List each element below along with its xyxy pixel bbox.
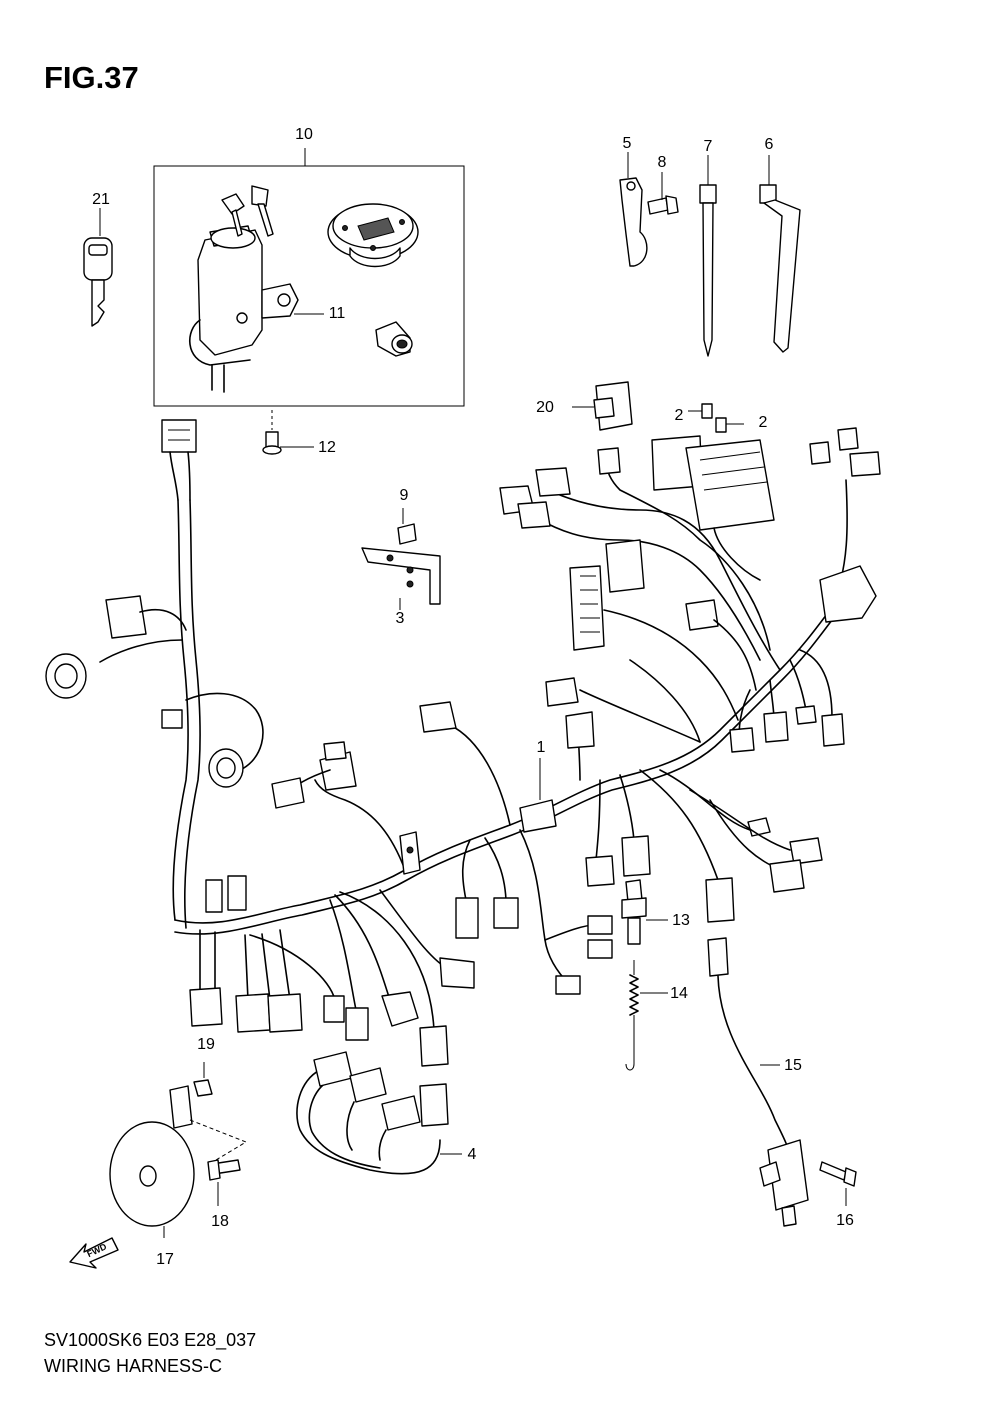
sub-harness-4-part	[296, 1051, 462, 1175]
callout-14: 14	[670, 985, 688, 1002]
lock-set-box	[153, 165, 465, 407]
callout-21: 21	[92, 191, 110, 208]
callout-8: 8	[657, 154, 667, 171]
horn-17-part	[109, 1085, 248, 1227]
callout-20: 20	[536, 399, 554, 416]
nut-19-part	[193, 1062, 213, 1097]
tie-6-part	[759, 184, 801, 353]
figure-title: FIG.37	[44, 60, 139, 95]
tie-7-part	[699, 184, 717, 357]
callout-19: 19	[197, 1036, 215, 1053]
callout-11: 11	[328, 305, 346, 322]
callout-15: 15	[784, 1057, 802, 1074]
fuel-cap-part	[327, 203, 419, 268]
figure-code: SV1000SK6 E03 E28_037	[44, 1330, 257, 1350]
lock-set-group	[153, 148, 465, 455]
callout-16: 16	[836, 1212, 854, 1229]
callout-9: 9	[399, 487, 409, 504]
callout-5: 5	[622, 135, 632, 152]
fuse-box-part	[651, 435, 775, 581]
fuse-2-parts	[688, 403, 744, 433]
key-21-part	[83, 237, 113, 327]
callout-4: 4	[467, 1146, 477, 1163]
callout-6: 6	[764, 136, 774, 153]
switch-13-part	[621, 879, 668, 945]
bolt-8-part	[647, 195, 679, 215]
screw-12-part	[262, 410, 282, 455]
leader-lines	[99, 152, 770, 1238]
ignition-switch-part	[188, 225, 299, 393]
callout-17: 17	[156, 1251, 174, 1268]
callout-12: 12	[318, 439, 336, 456]
ignition-keys-part	[221, 185, 274, 237]
seat-lock-part	[375, 321, 413, 357]
callout-2a: 2	[674, 407, 684, 424]
callout-7: 7	[703, 138, 713, 155]
bolt-16-part	[819, 1161, 857, 1206]
callout-13: 13	[672, 912, 690, 929]
clamp-5-part	[619, 177, 648, 267]
spring-14-part	[625, 960, 668, 1071]
callout-10: 10	[295, 126, 313, 143]
bolt-18-part	[207, 1159, 241, 1206]
relay-20-part	[572, 381, 633, 431]
callout-2b: 2	[758, 414, 768, 431]
bracket-3-part	[361, 508, 441, 606]
switch-15-part	[707, 937, 809, 1227]
main-harness-part	[45, 419, 881, 1067]
callout-18: 18	[211, 1213, 229, 1230]
forward-arrow-icon: FWD	[69, 1237, 119, 1269]
figure-name: WIRING HARNESS-C	[44, 1356, 223, 1376]
callout-3: 3	[395, 610, 405, 627]
callout-1: 1	[536, 739, 546, 756]
